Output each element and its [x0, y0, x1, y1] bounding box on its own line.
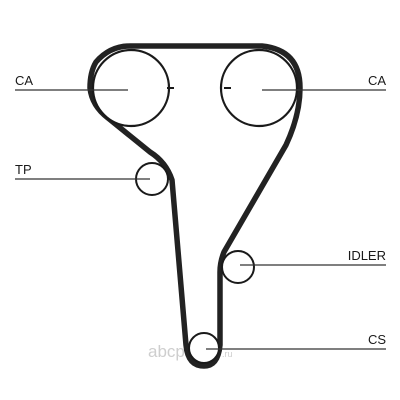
camshaft-pulley-left — [91, 48, 171, 128]
camshaft-pulley-right — [219, 48, 299, 128]
label-tp: TP — [15, 162, 32, 177]
watermark-suffix: .ru — [222, 349, 233, 359]
crankshaft-sprocket — [188, 332, 220, 364]
watermark-text: abcp — [148, 342, 185, 361]
label-ca-right: CA — [368, 73, 386, 88]
label-cs: CS — [368, 332, 386, 347]
watermark-logo: abcp .ru — [148, 342, 233, 361]
idler-pulley — [221, 250, 255, 284]
label-idler: IDLER — [348, 248, 386, 263]
label-ca-left: CA — [15, 73, 33, 88]
